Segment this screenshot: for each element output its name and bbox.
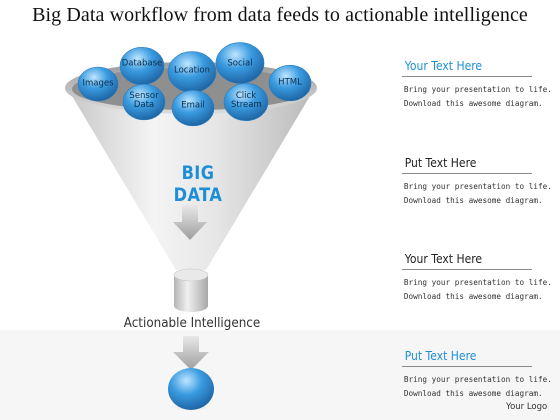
text-panel-2: Put Text Here Bring your presentation to… [402, 155, 552, 208]
bubble-email [171, 89, 215, 127]
panel-line-2: Download this awesome diagram. [403, 196, 543, 205]
output-label: Actionable Intelligence [123, 316, 261, 331]
bubble-label-sensor-data: Sensor Data [129, 91, 159, 110]
panel-line-2: Download this awesome diagram. [403, 99, 543, 108]
down-arrow-icon [173, 205, 207, 240]
bubble-label-database: Database [121, 58, 163, 69]
panel-divider [402, 173, 532, 174]
output-arrow-icon [173, 336, 209, 370]
outlet-top [173, 268, 209, 282]
bubble-click-stream [223, 83, 269, 122]
funnel-label: BIG DATA [173, 162, 223, 206]
bubbles-group [77, 42, 312, 127]
panel-line-2: Download this awesome diagram. [403, 389, 543, 398]
bubble-label-click-stream: Click Stream [231, 91, 262, 110]
panel-divider [402, 76, 532, 77]
text-panel-1: Your Text Here Bring your presentation t… [402, 58, 552, 111]
logo-text: Your Logo [506, 402, 548, 412]
panel-divider [402, 269, 532, 270]
bubble-images [77, 66, 119, 102]
bubble-label-html: HTML [278, 77, 302, 88]
panel-line-1: Bring your presentation to life. [403, 375, 552, 384]
panel-heading: Your Text Here [404, 252, 483, 266]
panel-heading: Put Text Here [404, 349, 477, 363]
panel-heading: Put Text Here [404, 156, 477, 170]
bubble-label-location: Location [174, 65, 210, 76]
panel-heading: Your Text Here [404, 59, 483, 73]
page-title: Big Data workflow from data feeds to act… [32, 4, 528, 26]
panel-line-1: Bring your presentation to life. [403, 85, 552, 94]
bubble-label-email: Email [181, 100, 205, 111]
output-ball [168, 368, 214, 410]
panel-line-2: Download this awesome diagram. [403, 292, 543, 301]
panel-line-1: Bring your presentation to life. [403, 182, 552, 191]
bubble-label-images: Images [82, 78, 114, 89]
panel-line-1: Bring your presentation to life. [403, 278, 552, 287]
floor-shade [0, 330, 560, 420]
bubble-social [215, 42, 265, 84]
funnel-cone [66, 86, 316, 270]
bubble-html [268, 64, 312, 102]
bubble-label-social: Social [227, 58, 253, 69]
bubble-sensor-data [122, 83, 166, 121]
funnel-outlet [174, 275, 208, 312]
text-panel-4: Put Text Here Bring your presentation to… [402, 348, 552, 401]
panel-divider [402, 366, 532, 367]
text-panel-3: Your Text Here Bring your presentation t… [402, 251, 552, 304]
